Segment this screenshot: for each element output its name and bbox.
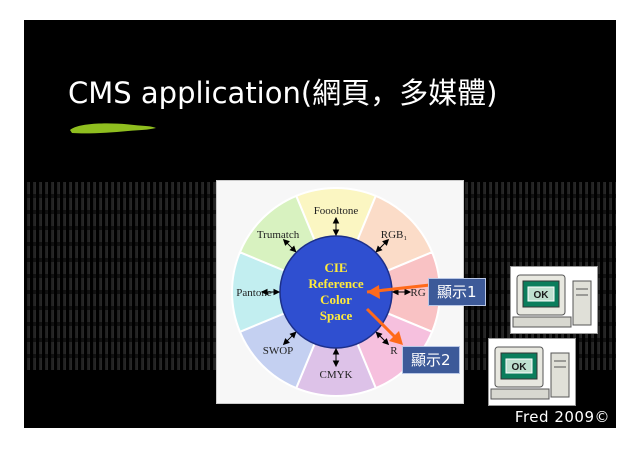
arrow-to-display2 [365,307,399,341]
callout-display1: 顯示1 [428,278,486,306]
arrow-head [289,331,297,339]
tower-icon [572,280,592,326]
slide-title: CMS application(網頁，多媒體) [68,76,498,110]
arrow-head [273,288,281,296]
keyboard-icon [512,316,572,328]
arrow-head [332,216,340,224]
keyboard-icon [490,388,550,400]
arrow-head [382,338,390,346]
brush-stroke-decoration [70,123,156,134]
arrow-head [289,245,297,253]
wheel-segment-label: Pantone [236,287,272,299]
wheel-segment-label: RG [410,287,425,299]
computer-illustration-1: OK [510,266,598,334]
screen-label: OK [534,290,550,301]
arrow-head [332,347,340,355]
cie-center-label: Reference [308,276,364,291]
arrow-head [332,360,340,368]
arrow-head [375,331,383,339]
cie-center-label: Color [320,292,352,307]
wheel-segment-label: R [390,345,398,357]
arrow-head [332,229,340,237]
tower-icon [550,352,570,398]
wheel-segment-label: Trumatch [257,229,300,241]
screen-label: OK [512,362,528,373]
footer-credit: Fred 2009© [514,408,610,426]
wheel-segment-label: Foooltone [314,205,359,217]
arrow-head [260,288,268,296]
arrow-head [404,288,412,296]
arrow-head [382,238,390,246]
computer-illustration-2: OK [488,338,576,406]
cie-center-label: Space [320,308,353,323]
arrow-head [282,238,290,246]
arrow-head [282,338,290,346]
arrow-head [375,245,383,253]
cie-center-label: CIE [324,260,347,275]
wheel-segment-label: RGB₁ [381,229,408,241]
wheel-segment-label: SWOP [263,345,294,357]
arrow-head [391,288,399,296]
callout-display2: 顯示2 [402,346,460,374]
wheel-segment-label: CMYK [319,369,352,381]
